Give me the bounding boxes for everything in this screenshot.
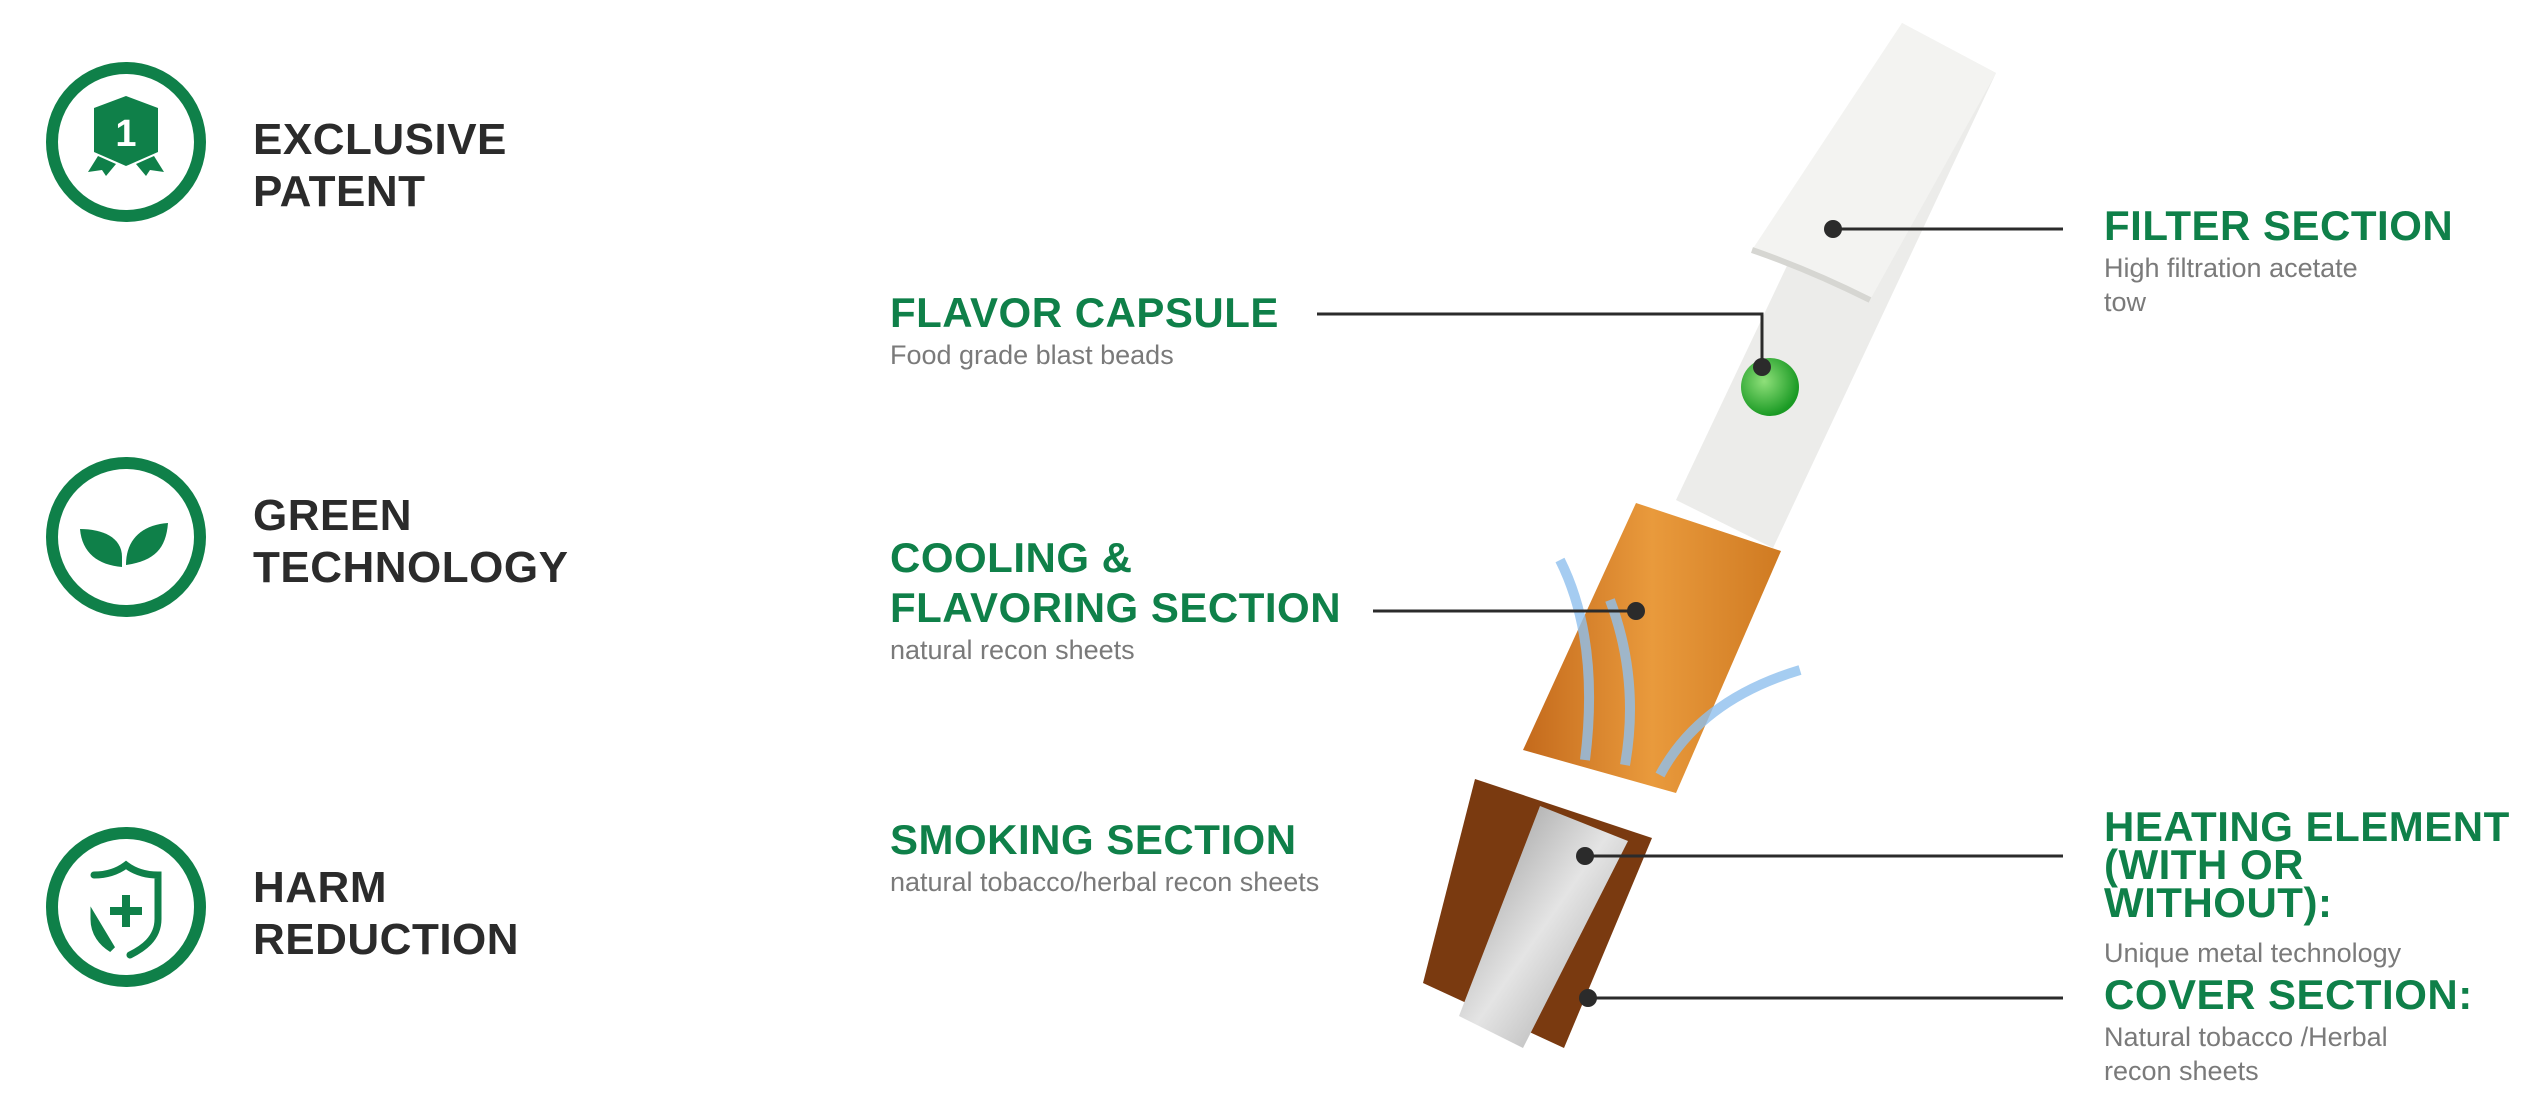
callout-flavor-capsule: FLAVOR CAPSULE Food grade blast beads — [890, 288, 1279, 372]
feature-exclusive-patent: EXCLUSIVE PATENT — [253, 114, 507, 218]
callout-filter-section: FILTER SECTION High filtration acetate t… — [2104, 201, 2453, 319]
callout-title-line1: HEATING ELEMENT — [2104, 803, 2510, 850]
feature-harm-reduction: HARM REDUCTION — [253, 862, 519, 966]
callout-smoking-section: SMOKING SECTION natural tobacco/herbal r… — [890, 815, 1319, 899]
callout-title: FILTER SECTION — [2104, 202, 2454, 249]
callout-subtitle-line2: recon sheets — [2104, 1056, 2259, 1086]
callout-title-line1: COOLING & — [890, 534, 1133, 581]
callout-title: SMOKING SECTION — [890, 816, 1297, 863]
callout-subtitle: Food grade blast beads — [890, 340, 1174, 370]
feature-title-line2: TECHNOLOGY — [253, 543, 569, 592]
callout-title: FLAVOR CAPSULE — [890, 289, 1279, 336]
feature-title-line2: PATENT — [253, 167, 426, 216]
callout-subtitle: natural recon sheets — [890, 635, 1135, 665]
callout-subtitle-line1: Natural tobacco /Herbal — [2104, 1022, 2388, 1052]
callout-title: COVER SECTION: — [2104, 971, 2473, 1018]
callout-cover-section: COVER SECTION: Natural tobacco /Herbal r… — [2104, 970, 2473, 1088]
callout-title-line2: FLAVORING SECTION — [890, 584, 1342, 631]
callout-subtitle: natural tobacco/herbal recon sheets — [890, 867, 1320, 897]
heating-element — [1459, 806, 1628, 1048]
airflow-arrows — [1555, 557, 1802, 778]
feature-title-line1: EXCLUSIVE — [253, 115, 507, 164]
feature-title-line1: HARM — [253, 863, 387, 912]
filter-section — [1676, 23, 1996, 548]
callout-cooling-flavoring: COOLING & FLAVORING SECTION natural reco… — [890, 533, 1341, 667]
callout-title-line2: (WITH OR WITHOUT): — [2104, 841, 2333, 926]
badge-number: 1 — [115, 113, 136, 155]
feature-title-line2: REDUCTION — [253, 915, 520, 964]
leader-lines — [1317, 227, 2063, 1000]
callout-heating-element: HEATING ELEMENT (WITH OR WITHOUT): Uniqu… — [2104, 803, 2527, 970]
cooling-section — [1523, 503, 1781, 793]
leader-dots — [1576, 220, 1842, 1007]
feature-title-line1: GREEN — [253, 491, 412, 540]
callout-subtitle-line1: High filtration acetate — [2104, 253, 2358, 283]
feature-green-technology: GREEN TECHNOLOGY — [253, 490, 568, 594]
callout-subtitle: Unique metal technology — [2104, 938, 2402, 968]
callout-subtitle-line2: tow — [2104, 287, 2147, 317]
